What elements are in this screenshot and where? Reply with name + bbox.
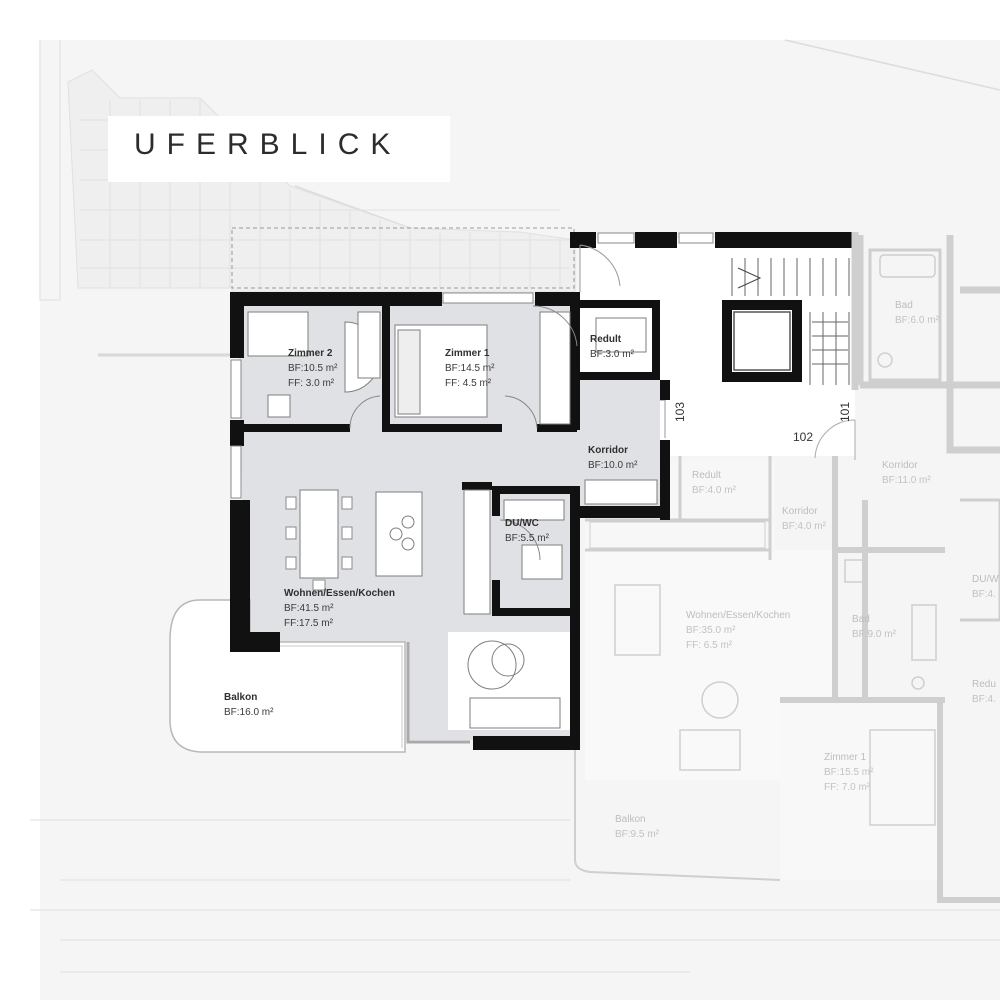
room-bf: BF:4.0 m² (692, 485, 736, 496)
stair-flight (731, 258, 850, 385)
room-name: Balkon (224, 692, 258, 703)
door-101-swing (814, 419, 856, 460)
room-bf: BF:11.0 m² (882, 475, 931, 486)
neighbour-label-redult: Redult BF:4.0 m² (692, 468, 736, 498)
terrain-line (30, 819, 1000, 973)
door-number-101: 101 (838, 401, 853, 423)
neighbour-label-redu: Redu BF:4. (972, 677, 996, 707)
room-label-korridor: Korridor BF:10.0 m² (588, 443, 637, 473)
room-name: Wohnen/Essen/Kochen (284, 588, 395, 599)
room-bf: BF:41.5 m² (284, 603, 334, 614)
neighbour-apartment (574, 235, 1000, 903)
room-bf: BF:4.0 m² (782, 521, 826, 532)
room-name: Zimmer 1 (445, 348, 490, 359)
room-bf: BF:3.0 m² (590, 349, 634, 360)
room-bf: BF:4. (972, 589, 996, 600)
room-name: DU/WC (505, 518, 539, 529)
room-bf: BF:35.0 m² (686, 625, 736, 636)
balcony (169, 599, 406, 753)
door-number-102: 102 (793, 430, 814, 444)
room-ff: FF:17.5 m² (284, 618, 333, 629)
door-number-103: 103 (673, 401, 688, 423)
room-name: Zimmer 2 (288, 348, 333, 359)
living-outline (406, 642, 470, 744)
room-bf: BF:6.0 m² (895, 315, 939, 326)
room-bf: BF:10.5 m² (288, 363, 338, 374)
apartment-walls (230, 292, 670, 750)
door-swings (349, 305, 578, 561)
stair-core-walls (570, 232, 855, 382)
neighbour-label-duw: DU/W BF:4. (972, 572, 999, 602)
room-bf: BF:5.5 m² (505, 533, 549, 544)
neighbour-label-korridor-2: Korridor BF:4.0 m² (782, 504, 826, 534)
furniture (247, 311, 658, 729)
room-name: Korridor (588, 445, 628, 456)
room-name: DU/W (972, 574, 999, 585)
entrance-door-swing (579, 244, 621, 292)
neighbour-label-balkon: Balkon BF:9.5 m² (615, 812, 659, 842)
room-name: Wohnen/Essen/Kochen (686, 610, 791, 621)
neighbour-label-bad: Bad BF:6.0 m² (895, 298, 939, 328)
room-label-zimmer1: Zimmer 1 BF:14.5 m² FF: 4.5 m² (445, 346, 494, 391)
windows (230, 232, 714, 499)
room-name: Zimmer 1 (824, 752, 867, 763)
chairs (285, 496, 353, 591)
room-label-duwc: DU/WC BF:5.5 m² (505, 516, 549, 546)
room-ff: FF: 6.5 m² (686, 640, 733, 651)
neighbour-label-wohnen: Wohnen/Essen/Kochen BF:35.0 m² FF: 6.5 m… (686, 608, 790, 653)
room-name: Redult (692, 470, 721, 481)
terrace-dashed-area (231, 227, 575, 289)
room-name: Bad (852, 614, 870, 625)
room-ff: FF: 3.0 m² (288, 378, 335, 389)
room-bf: BF:4. (972, 694, 996, 705)
room-bf: BF:14.5 m² (445, 363, 495, 374)
room-ff: FF: 7.0 m² (824, 782, 871, 793)
room-name: Bad (895, 300, 913, 311)
room-name: Redu (972, 679, 996, 690)
balcony-inner-edge (250, 645, 403, 748)
neighbour-label-zimmer1: Zimmer 1 BF:15.5 m² FF: 7.0 m² (824, 750, 873, 795)
room-label-balkon: Balkon BF:16.0 m² (224, 690, 273, 720)
brand-box (108, 116, 450, 182)
room-bf: BF:16.0 m² (224, 707, 274, 718)
room-name: Balkon (615, 814, 646, 825)
brand-title: UFERBLICK (134, 128, 402, 161)
room-name: Korridor (782, 506, 818, 517)
neighbour-label-korridor: Korridor BF:11.0 m² (882, 458, 931, 488)
room-label-wohnen: Wohnen/Essen/Kochen BF:41.5 m² FF:17.5 m… (284, 586, 395, 631)
room-bf: BF:15.5 m² (824, 767, 874, 778)
room-bf: BF:10.0 m² (588, 460, 638, 471)
lift-shaft (733, 311, 791, 371)
room-label-redult: Redult BF:3.0 m² (590, 332, 634, 362)
neighbour-label-bad-2: Bad BF:9.0 m² (852, 612, 896, 642)
room-name: Redult (590, 334, 622, 345)
room-name: Korridor (882, 460, 918, 471)
room-bf: BF:9.0 m² (852, 629, 896, 640)
room-ff: FF: 4.5 m² (445, 378, 492, 389)
terrain-outline (39, 40, 61, 301)
room-label-zimmer2: Zimmer 2 BF:10.5 m² FF: 3.0 m² (288, 346, 337, 391)
room-bf: BF:9.5 m² (615, 829, 659, 840)
